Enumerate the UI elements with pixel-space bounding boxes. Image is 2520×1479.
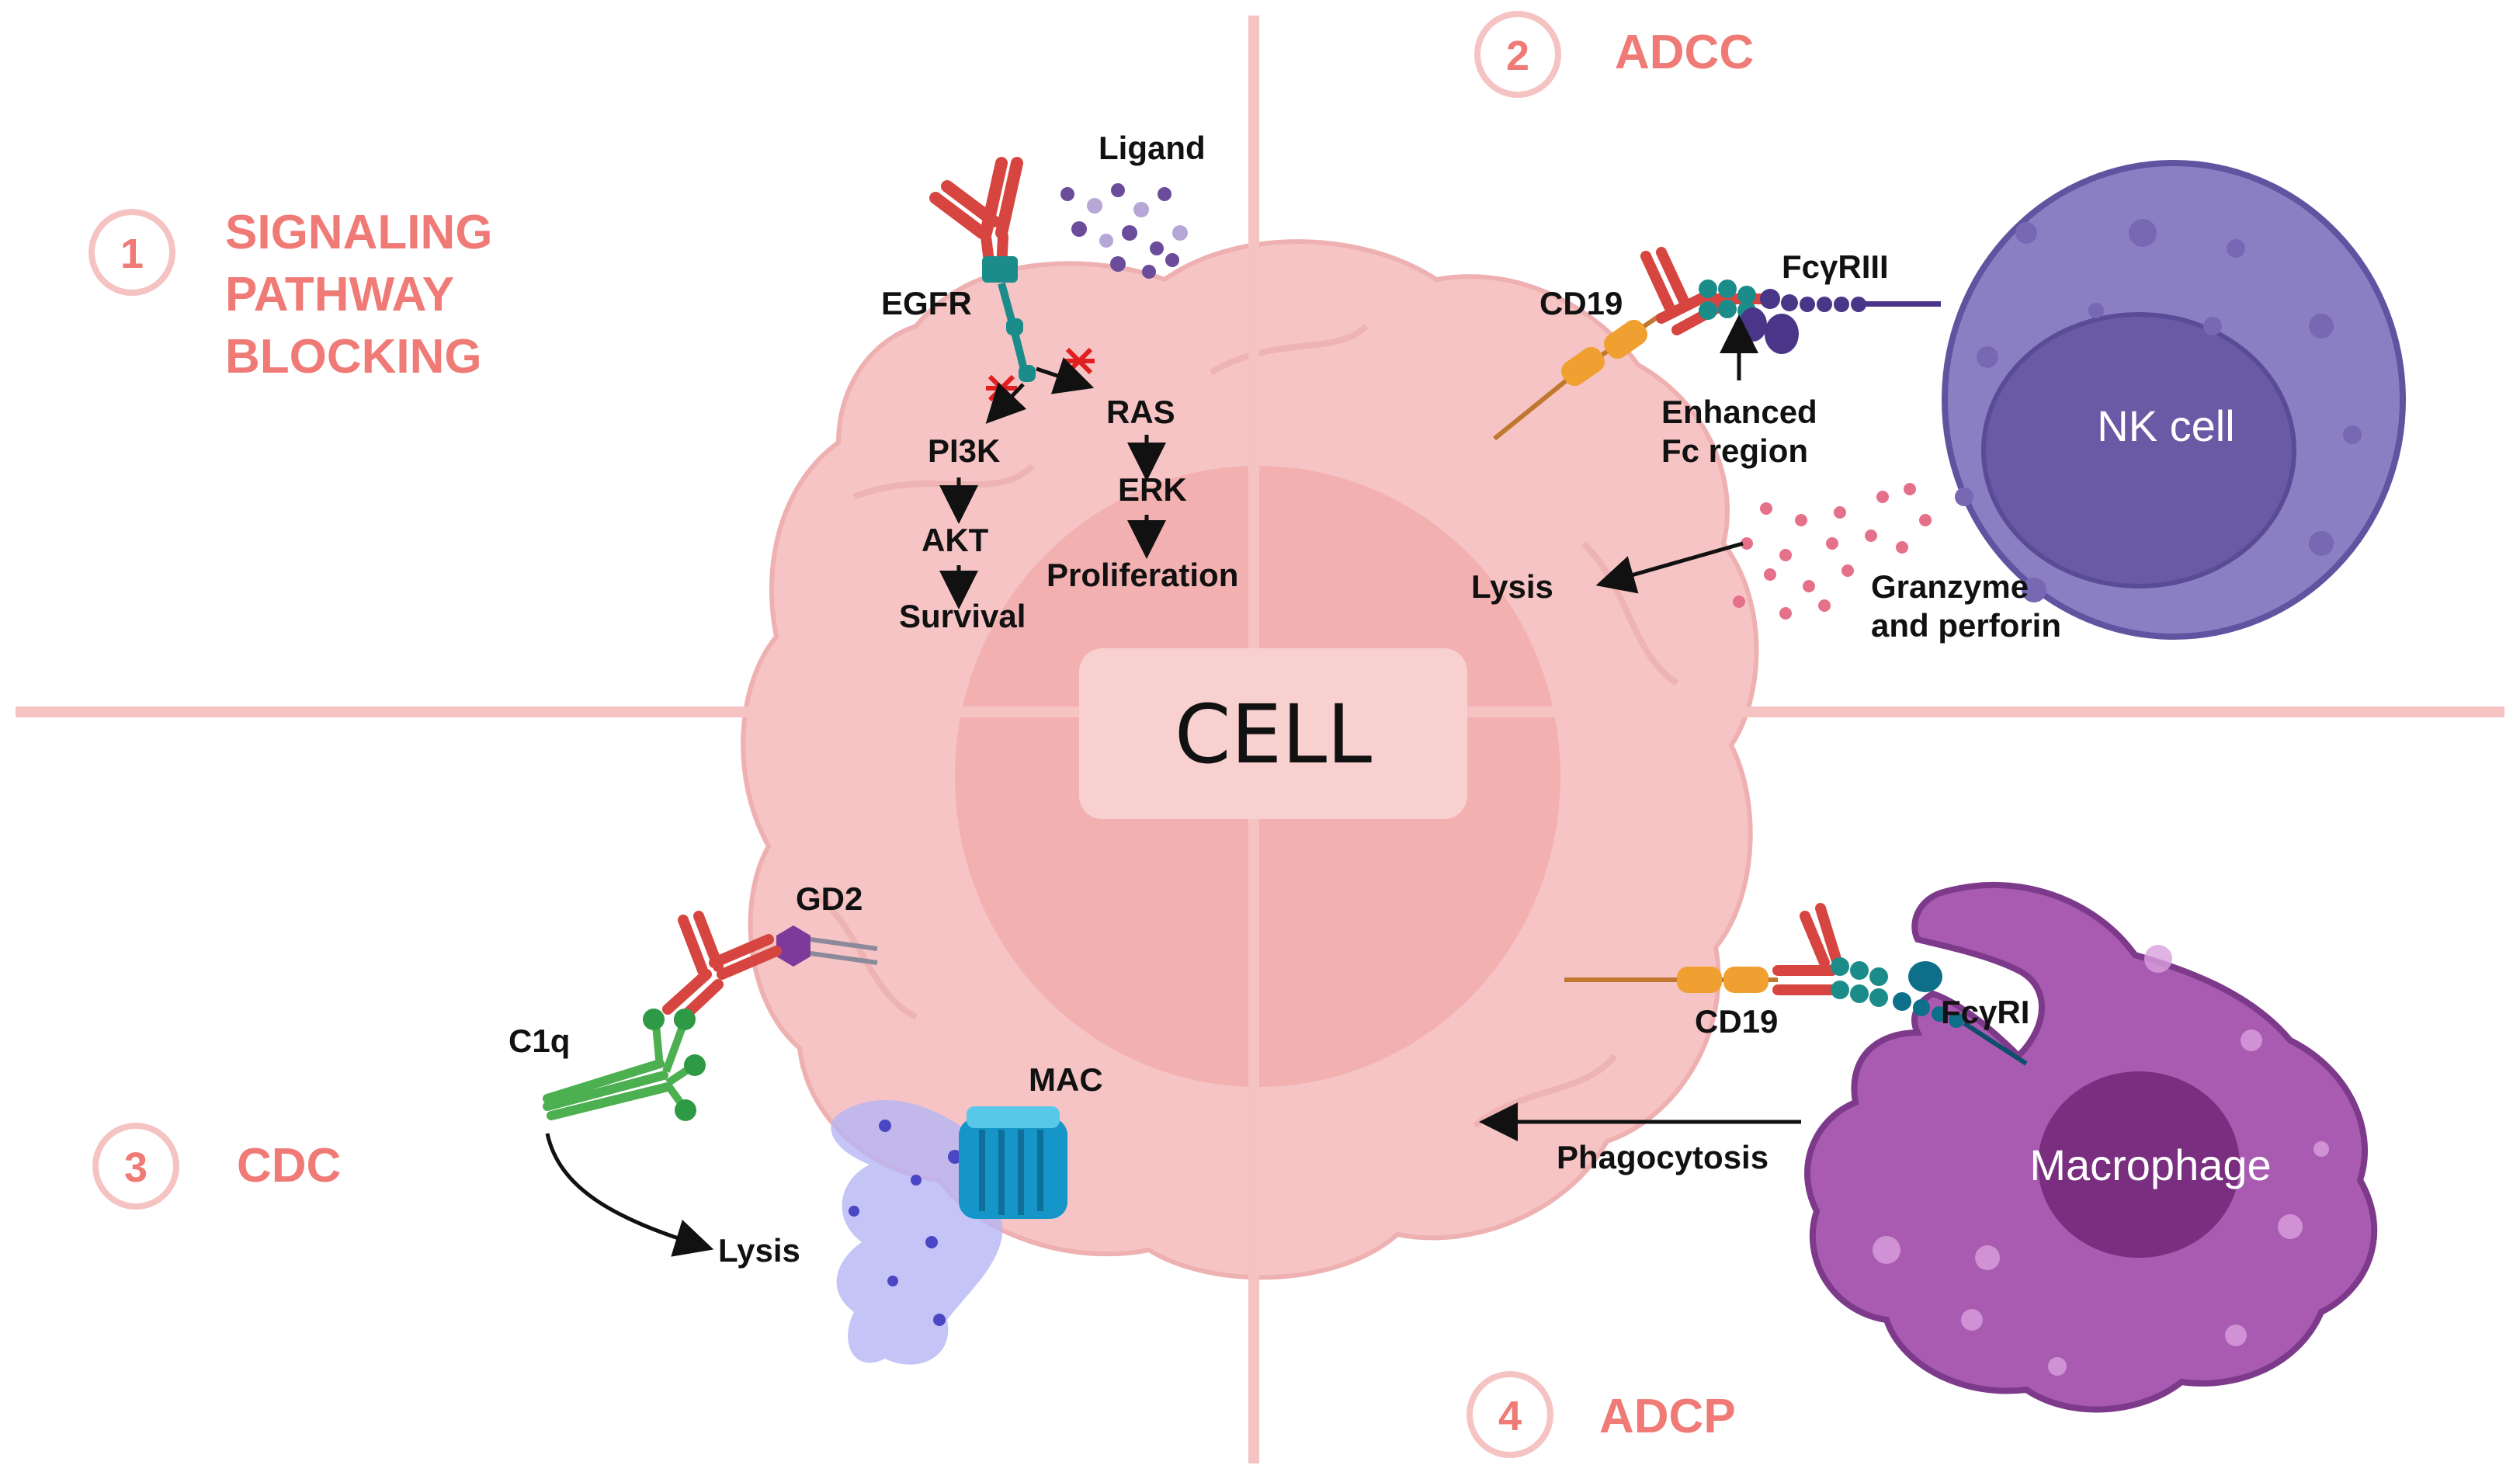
arrow-to-pi3k [985, 382, 1027, 424]
macrophage-label: Macrophage [2029, 1140, 2271, 1189]
section-number: 3 [124, 1144, 148, 1191]
mac-pore-icon [959, 1106, 1067, 1219]
fcgri-label: FcγRI [1941, 994, 2029, 1030]
lysis-arrow [1595, 541, 1744, 594]
pathway-node: ERK [1118, 471, 1187, 508]
cell-surface-fold [1209, 324, 1369, 376]
section-number: 2 [1506, 33, 1529, 79]
section-title-line: SIGNALING [225, 206, 492, 259]
antibody-icon [1772, 903, 1841, 995]
enhanced-fc-label: Fc region [1661, 432, 1808, 469]
fcgriii-label: FcγRIII [1782, 248, 1889, 285]
egfr-label: EGFR [881, 285, 972, 321]
section-4-header: 4 ADCP [1467, 1371, 1736, 1458]
phagocytosis-label: Phagocytosis [1557, 1139, 1769, 1175]
mac-label: MAC [1029, 1061, 1103, 1098]
cell-label: CELL [1175, 687, 1372, 782]
macrophage: Macrophage [1804, 881, 2378, 1413]
section-1-header: 1 SIGNALING PATHWAY BLOCKING [89, 206, 492, 384]
section-title-line: CDC [237, 1139, 341, 1193]
c1q-complex-icon [543, 1009, 706, 1121]
antibody-icon [662, 911, 782, 1026]
gd2-label: GD2 [796, 880, 863, 917]
antibody-icon [929, 157, 1023, 273]
granzyme-label: and perforin [1871, 607, 2061, 644]
nk-cell-label: NK cell [2097, 401, 2234, 450]
lysis-arrow [545, 1133, 714, 1257]
section-title-line: ADCC [1615, 26, 1754, 79]
section-title-line: PATHWAY [225, 268, 454, 321]
section-number: 4 [1498, 1393, 1522, 1439]
nk-cell: NK cell [1942, 160, 2406, 640]
enhanced-fc-label: Enhanced [1661, 394, 1817, 430]
ligand-label: Ligand [1099, 130, 1206, 166]
gd2-antigen-icon [776, 925, 878, 967]
granzyme-label: Granzyme [1871, 568, 2029, 605]
egfr-receptor-icon [982, 256, 1036, 382]
pathway-node: Survival [899, 598, 1026, 634]
section-number: 1 [120, 231, 144, 277]
cd19-domains [1677, 967, 1769, 993]
fc-region-beads [1699, 279, 1756, 320]
cd19-label: CD19 [1695, 1003, 1778, 1040]
section-title-line: BLOCKING [225, 330, 482, 384]
pathway-node: Proliferation [1047, 557, 1238, 593]
pathway-node: AKT [922, 522, 989, 558]
ligand-dots [1060, 183, 1188, 279]
section-3-header: 3 CDC [92, 1123, 341, 1210]
fcgriii-receptor-icon [1739, 289, 1941, 354]
lysis-label: Lysis [718, 1232, 800, 1269]
cd19-domains [1560, 319, 1648, 387]
cd19-label: CD19 [1539, 285, 1623, 321]
c1q-label: C1q [509, 1022, 570, 1059]
lysis-label: Lysis [1471, 568, 1553, 605]
pathway-node: PI3K [928, 432, 1000, 469]
fc-region-beads [1831, 957, 1888, 1007]
section-title-line: ADCP [1599, 1390, 1736, 1443]
fcgri-receptor-icon [1893, 961, 2028, 1066]
granzyme-dots [1733, 483, 1932, 620]
arrow-to-ras [1036, 357, 1095, 394]
pathway-node: RAS [1106, 394, 1175, 430]
section-2-header: 2 ADCC [1474, 11, 1754, 98]
cell-label-box: CELL [1079, 648, 1467, 819]
